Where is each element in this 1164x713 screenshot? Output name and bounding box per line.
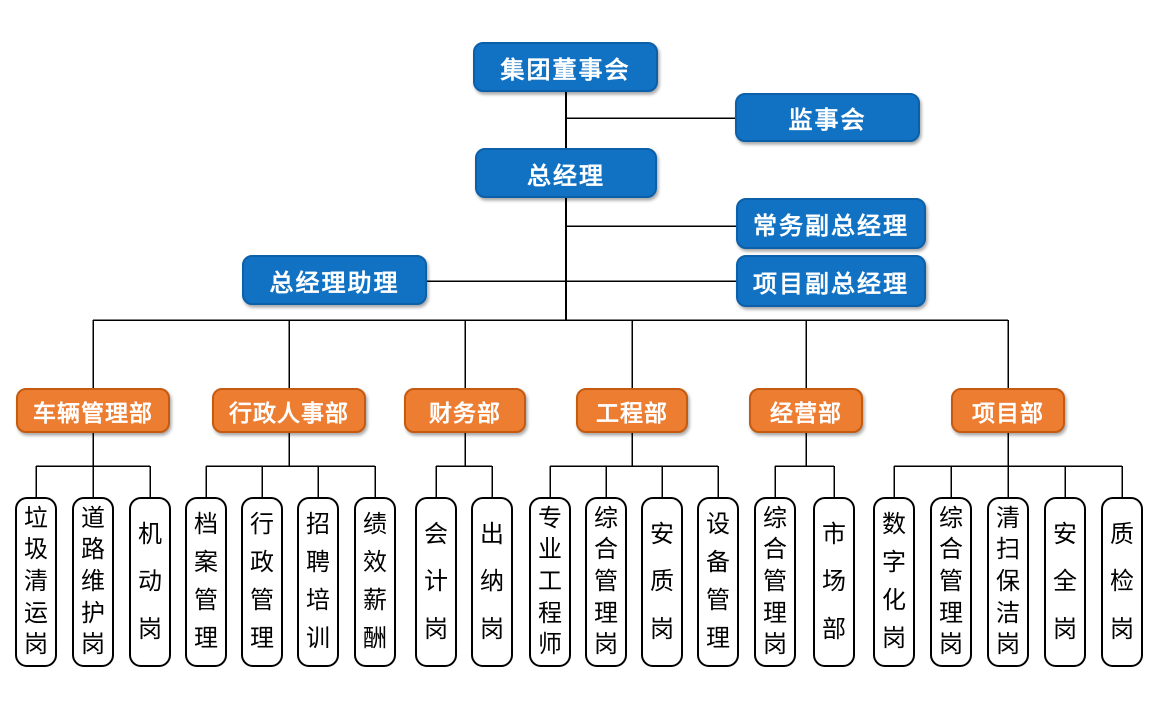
node-label: 总经理 xyxy=(527,162,605,190)
node-label: 总经理助理 xyxy=(269,269,400,297)
dept-label: 项目部 xyxy=(972,399,1044,426)
post-node: 绩效薪酬 xyxy=(354,497,396,667)
post-node: 市场部 xyxy=(813,497,855,667)
post-node: 机动岗 xyxy=(129,497,171,667)
engineering-dept-node: 工程部 xyxy=(576,388,688,433)
post-label: 质检岗 xyxy=(1110,520,1134,643)
post-node: 综合管理岗 xyxy=(930,497,972,667)
post-label: 行政管理 xyxy=(250,511,274,652)
post-node: 道路维护岗 xyxy=(72,497,114,667)
post-label: 招聘培训 xyxy=(306,511,330,652)
post-label: 安质岗 xyxy=(650,520,674,643)
post-node: 综合管理岗 xyxy=(754,497,796,667)
supervisory-board-node: 监事会 xyxy=(735,93,920,142)
dept-label: 工程部 xyxy=(596,399,668,426)
post-label: 数字化岗 xyxy=(882,511,906,652)
node-label: 监事会 xyxy=(788,107,867,134)
post-label: 出纳岗 xyxy=(480,520,504,643)
post-node: 会计岗 xyxy=(415,497,457,667)
post-label: 综合管理岗 xyxy=(939,504,963,659)
post-node: 档案管理 xyxy=(185,497,227,667)
dept-label: 行政人事部 xyxy=(229,399,349,426)
general-manager-node: 总经理 xyxy=(475,148,657,198)
post-label: 绩效薪酬 xyxy=(363,511,387,652)
post-node: 设备管理 xyxy=(697,497,739,667)
post-node: 招聘培训 xyxy=(297,497,339,667)
post-label: 专业工程师 xyxy=(538,504,562,659)
finance-dept-node: 财务部 xyxy=(404,388,526,433)
operations-dept-node: 经营部 xyxy=(749,388,863,433)
gm-assistant-node: 总经理助理 xyxy=(242,255,427,305)
post-node: 垃圾清运岗 xyxy=(15,497,57,667)
board-of-directors-node: 集团董事会 xyxy=(473,42,658,92)
node-label: 常务副总经理 xyxy=(753,213,909,240)
project-dept-node: 项目部 xyxy=(951,388,1065,433)
post-node: 综合管理岗 xyxy=(585,497,627,667)
executive-deputy-gm-node: 常务副总经理 xyxy=(736,198,926,249)
post-node: 安全岗 xyxy=(1044,497,1086,667)
post-label: 综合管理岗 xyxy=(763,504,787,659)
post-label: 垃圾清运岗 xyxy=(24,504,48,659)
node-label: 集团董事会 xyxy=(500,56,631,84)
post-node: 数字化岗 xyxy=(873,497,915,667)
dept-label: 经营部 xyxy=(770,399,842,426)
dept-label: 财务部 xyxy=(429,399,501,426)
node-label: 项目副总经理 xyxy=(753,270,909,298)
post-node: 专业工程师 xyxy=(529,497,571,667)
post-node: 安质岗 xyxy=(641,497,683,667)
post-label: 安全岗 xyxy=(1053,520,1077,643)
post-label: 清扫保洁岗 xyxy=(996,504,1020,659)
post-label: 设备管理 xyxy=(706,511,730,652)
admin-hr-dept-node: 行政人事部 xyxy=(212,388,366,433)
post-label: 道路维护岗 xyxy=(81,504,105,659)
post-label: 档案管理 xyxy=(194,511,218,652)
dept-label: 车辆管理部 xyxy=(33,399,153,426)
post-node: 清扫保洁岗 xyxy=(987,497,1029,667)
post-node: 行政管理 xyxy=(241,497,283,667)
post-label: 市场部 xyxy=(822,520,846,643)
vehicle-management-dept-node: 车辆管理部 xyxy=(16,388,170,433)
post-label: 会计岗 xyxy=(424,520,448,643)
post-node: 出纳岗 xyxy=(471,497,513,667)
post-label: 综合管理岗 xyxy=(594,504,618,659)
post-node: 质检岗 xyxy=(1101,497,1143,667)
post-label: 机动岗 xyxy=(138,520,162,643)
project-deputy-gm-node: 项目副总经理 xyxy=(736,255,926,307)
